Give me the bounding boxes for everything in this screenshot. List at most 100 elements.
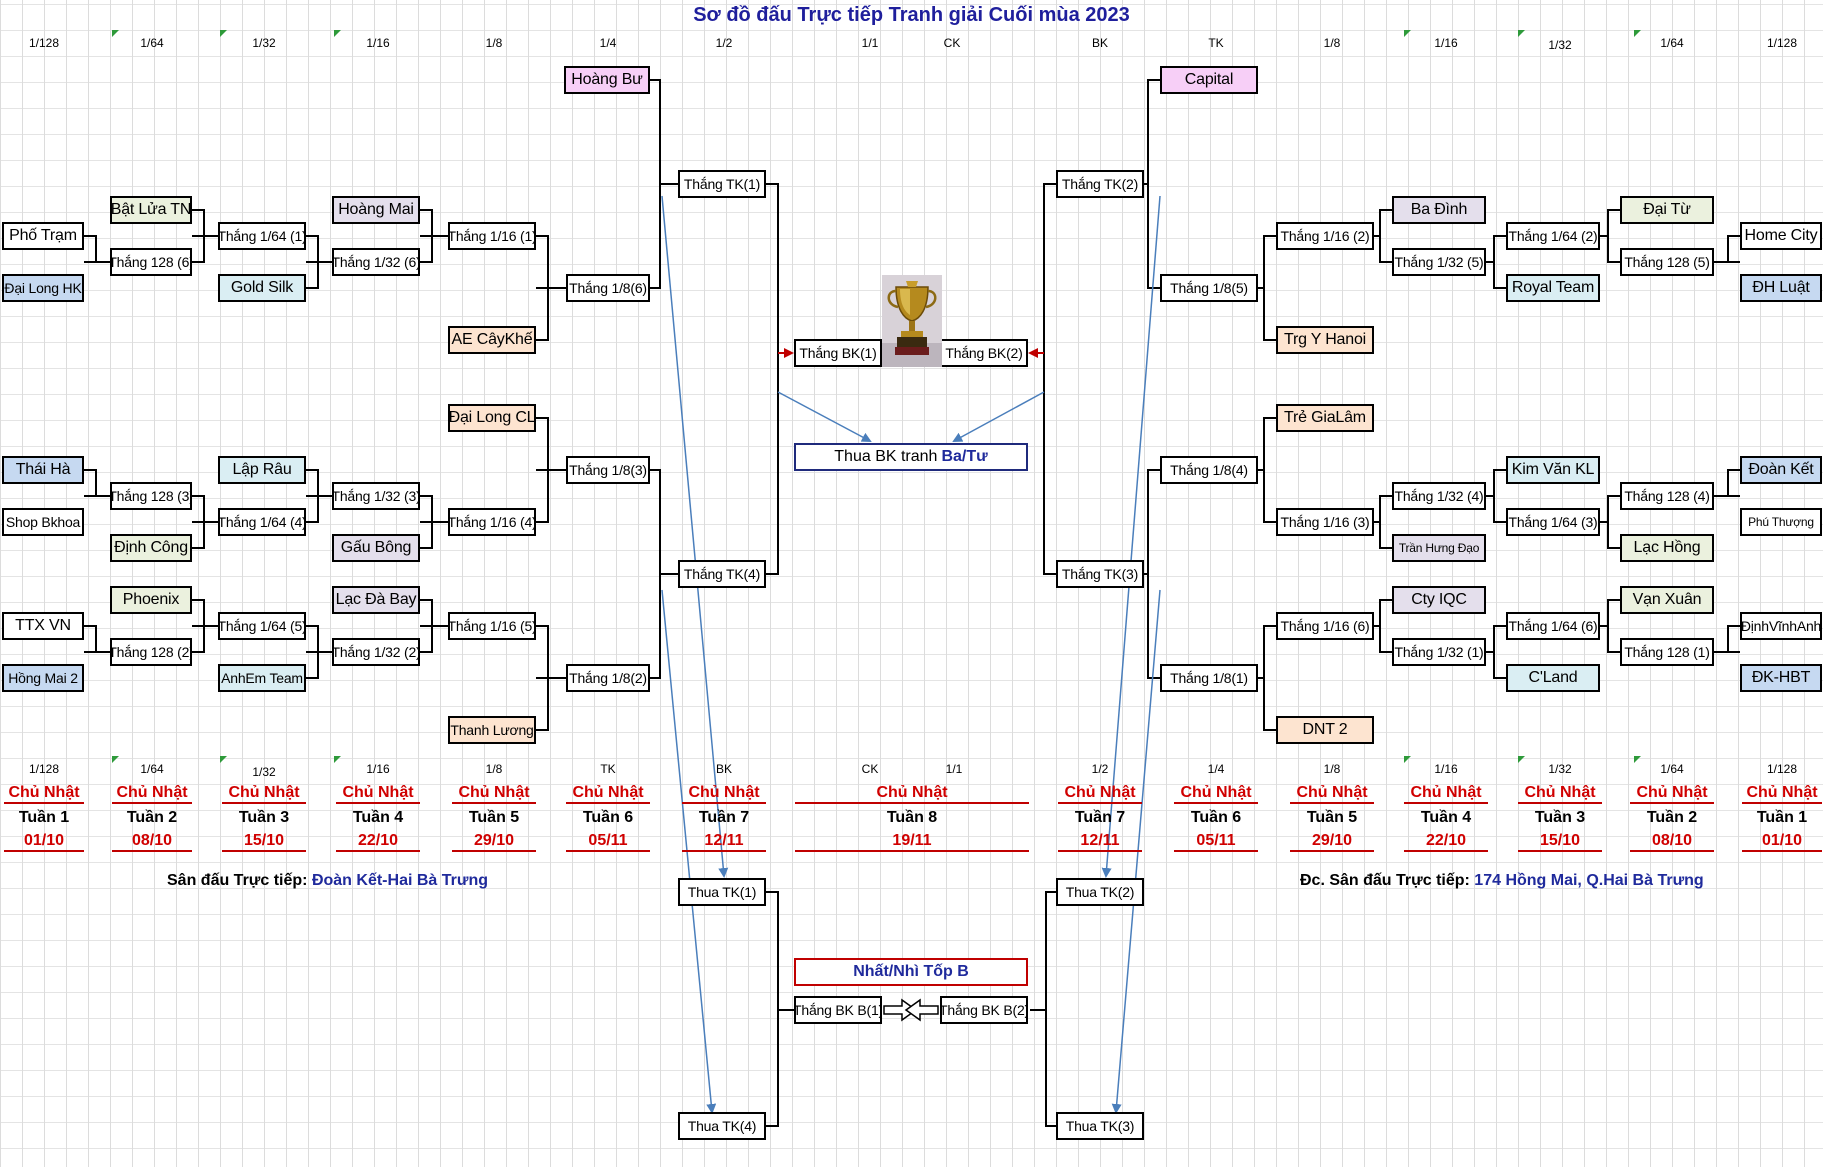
schedule-week: Tuần 2	[126, 809, 178, 826]
schedule-date: 01/10	[1761, 832, 1803, 849]
comment-marker-7	[220, 756, 227, 763]
comment-marker-10	[1518, 756, 1525, 763]
round-label-bottom-2: 1/32	[252, 765, 276, 779]
team-box-win18-6: Thắng 1/8(6)	[566, 274, 650, 302]
schedule-date: 01/10	[23, 832, 65, 849]
schedule-week: Tuần 4	[352, 809, 404, 826]
team-box-win18-5: Thắng 1/8(5)	[1160, 274, 1258, 302]
comment-marker-6	[112, 756, 119, 763]
schedule-divider	[795, 850, 1029, 852]
round-label-bottom-11: 1/8	[1323, 762, 1341, 776]
round-label-top-12: 1/16	[1434, 36, 1458, 50]
schedule-week: Tuần 8	[886, 809, 938, 826]
team-box-anhem-team: AnhEm Team	[218, 664, 306, 692]
round-label-top-1: 1/64	[140, 36, 164, 50]
team-box-lose-tk4: Thua TK(4)	[678, 1112, 766, 1140]
schedule-divider	[1742, 850, 1822, 852]
schedule-day: Chủ Nhật	[1636, 784, 1708, 801]
schedule-day: Chủ Nhật	[876, 784, 948, 801]
team-box-trg-y-hanoi: Trg Y Hanoi	[1276, 326, 1374, 354]
schedule-week: Tuần 6	[1190, 809, 1242, 826]
round-label-top-4: 1/8	[485, 36, 503, 50]
schedule-date: 29/10	[1311, 832, 1353, 849]
round-label-top-8: CK	[943, 36, 961, 50]
round-label-top-9: BK	[1091, 36, 1109, 50]
team-box-win-tk2: Thắng TK(2)	[1056, 170, 1144, 198]
team-box-win18-3: Thắng 1/8(3)	[566, 456, 650, 484]
team-box-kim-van-kl: Kim Văn KL	[1506, 456, 1600, 484]
schedule-week: Tuần 1	[18, 809, 70, 826]
third-place-prefix: Thua BK tranh	[834, 448, 938, 465]
schedule-divider	[452, 802, 536, 804]
venue-left-value: Đoàn Kết-Hai Bà Trưng	[311, 872, 488, 889]
round-label-top-13: 1/32	[1548, 38, 1572, 52]
team-box-win116-1: Thắng 1/16 (1)	[448, 222, 536, 250]
schedule-divider	[1630, 802, 1714, 804]
schedule-date: 22/10	[357, 832, 399, 849]
team-box-dk-hbt: ĐK-HBT	[1740, 664, 1822, 692]
team-box-lose-tk3: Thua TK(3)	[1056, 1112, 1144, 1140]
schedule-week: Tuần 2	[1646, 809, 1698, 826]
schedule-date: 08/10	[1651, 832, 1693, 849]
team-box-lose-tk1: Thua TK(1)	[678, 878, 766, 906]
round-label-bottom-12: 1/16	[1434, 762, 1458, 776]
team-box-cty-iqc: Cty IQC	[1392, 586, 1486, 614]
schedule-day: Chủ Nhật	[1524, 784, 1596, 801]
team-box-hoang-mai: Hoàng Mai	[332, 196, 420, 224]
schedule-day: Chủ Nhật	[1296, 784, 1368, 801]
team-box-dnt2: DNT 2	[1276, 716, 1374, 744]
team-box-win132-1: Thắng 1/32 (1)	[1392, 638, 1486, 666]
schedule-date: 12/11	[1080, 832, 1120, 849]
round-label-bottom-8: 1/1	[945, 762, 963, 776]
comment-marker-5	[1634, 30, 1641, 37]
round-label-bottom-7: CK	[861, 762, 879, 776]
schedule-divider	[1058, 802, 1142, 804]
round-label-bottom-5: TK	[600, 762, 616, 776]
schedule-week: Tuần 6	[582, 809, 634, 826]
team-box-win164-6: Thắng 1/64 (6)	[1506, 612, 1600, 640]
team-box-phu-thuong: Phú Thượng	[1740, 508, 1822, 536]
team-box-ba-dinh: Ba Đình	[1392, 196, 1486, 224]
team-box-thai-ha: Thái Hà	[2, 456, 84, 484]
comment-marker-9	[1404, 756, 1411, 763]
schedule-divider	[112, 850, 192, 852]
team-box-win164-3: Thắng 1/64 (3)	[1506, 508, 1600, 536]
team-box-tre-gialam: Trẻ GiaLâm	[1276, 404, 1374, 432]
schedule-divider	[682, 850, 766, 852]
schedule-divider	[1518, 802, 1602, 804]
schedule-divider	[1058, 850, 1142, 852]
schedule-divider	[795, 802, 1029, 804]
team-box-home-city: Home City	[1740, 222, 1822, 250]
team-box-win164-2: Thắng 1/64 (2)	[1506, 222, 1600, 250]
team-box-dai-long-hk: Đại Long HK	[2, 274, 84, 302]
team-box-lose-tk2: Thua TK(2)	[1056, 878, 1144, 906]
schedule-divider	[112, 802, 192, 804]
team-box-van-xuan: Vạn Xuân	[1620, 586, 1714, 614]
third-place-highlight: Ba/Tư	[941, 448, 988, 465]
round-label-top-10: TK	[1208, 36, 1224, 50]
schedule-day: Chủ Nhật	[1746, 784, 1818, 801]
schedule-week: Tuần 5	[468, 809, 520, 826]
schedule-divider	[566, 802, 650, 804]
round-label-top-14: 1/64	[1660, 36, 1684, 50]
schedule-date: 08/10	[131, 832, 173, 849]
team-box-win-bkb1: Thắng BK B(1)	[794, 996, 882, 1024]
team-box-win132-6: Thắng 1/32 (6)	[332, 248, 420, 276]
round-label-top-3: 1/16	[366, 36, 390, 50]
team-box-lap-rau: Lập Râu	[218, 456, 306, 484]
team-box-win-bk2: Thắng BK(2)	[940, 339, 1028, 367]
team-box-dai-tu: Đại Từ	[1620, 196, 1714, 224]
schedule-week: Tuần 3	[1534, 809, 1586, 826]
schedule-divider	[1290, 850, 1374, 852]
team-box-win18-1: Thắng 1/8(1)	[1160, 664, 1258, 692]
round-label-top-0: 1/128	[28, 36, 60, 50]
team-box-win-bk1: Thắng BK(1)	[794, 339, 882, 367]
team-box-hoang-bu: Hoàng Bư	[564, 66, 650, 94]
schedule-day: Chủ Nhật	[572, 784, 644, 801]
third-place-box: Thua BK tranh Ba/Tư	[794, 443, 1028, 471]
